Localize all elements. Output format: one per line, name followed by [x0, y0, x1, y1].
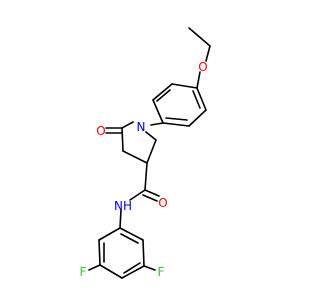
- bond: [196, 87, 207, 111]
- bond: [152, 83, 173, 101]
- molecule-canvas: O O N O NH F F: [80, 27, 211, 279]
- bond: [121, 121, 134, 129]
- bond: [121, 127, 124, 152]
- atom-label-fluorine-left: F: [80, 265, 87, 279]
- bond: [165, 117, 188, 121]
- bond: [123, 262, 141, 274]
- bond: [99, 264, 123, 279]
- bond: [120, 233, 139, 244]
- bond: [129, 189, 146, 201]
- atom-label-carbonyl-oxygen: O: [96, 124, 105, 138]
- atom-label-ring-nitrogen: N: [137, 120, 146, 134]
- bond: [171, 83, 198, 89]
- bond: [156, 89, 171, 102]
- bond: [144, 162, 148, 191]
- bond: [205, 45, 211, 62]
- bond: [162, 122, 190, 127]
- bond: [88, 264, 101, 271]
- atom-label-amide-oxygen: O: [158, 196, 167, 210]
- bond: [142, 194, 158, 202]
- atom-label-ether-oxygen: O: [198, 60, 207, 74]
- bond: [119, 227, 144, 241]
- atom-label-amide-nitrogen: NH: [114, 199, 132, 213]
- bond: [98, 227, 121, 241]
- bond: [142, 239, 145, 267]
- bond: [150, 122, 164, 126]
- bond: [192, 90, 201, 109]
- bond: [196, 71, 201, 89]
- bond: [146, 139, 157, 164]
- bond: [119, 209, 122, 229]
- structure-drawing: O O N O NH F F: [80, 27, 211, 279]
- bond: [145, 131, 157, 141]
- bond: [143, 265, 156, 271]
- bond: [188, 109, 207, 127]
- bond: [152, 99, 164, 124]
- bond: [121, 265, 145, 279]
- bond: [144, 189, 160, 197]
- atom-label-fluorine-right: F: [158, 265, 165, 279]
- bond: [122, 150, 148, 164]
- bond: [98, 239, 101, 266]
- bond: [188, 27, 211, 47]
